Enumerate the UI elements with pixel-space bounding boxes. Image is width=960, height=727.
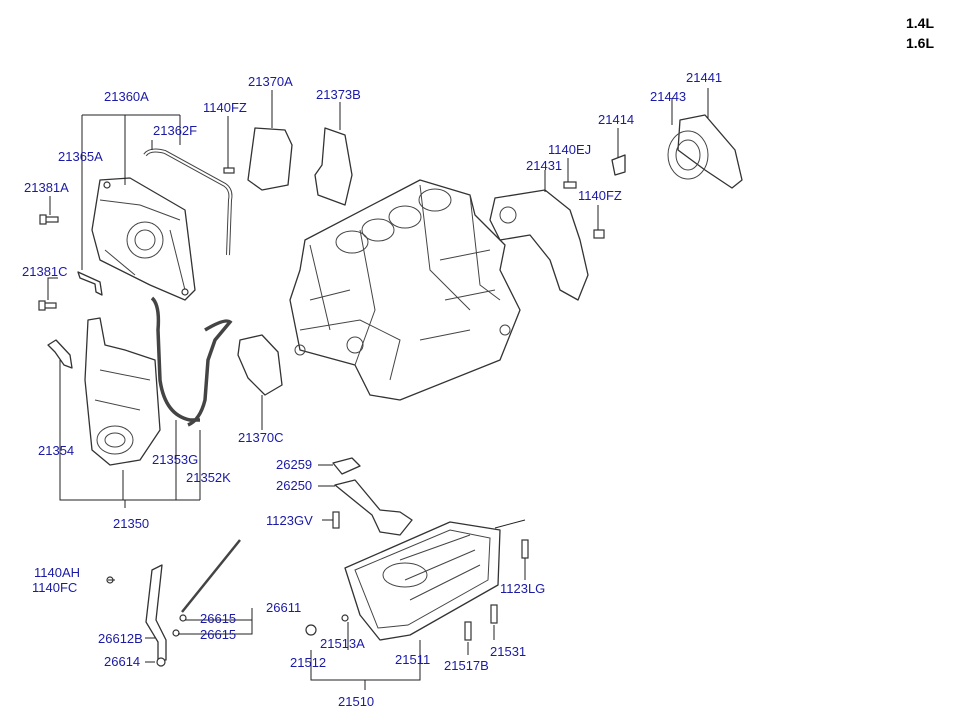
bolt-1140ej bbox=[563, 181, 577, 189]
label-1123lg[interactable]: 1123LG bbox=[500, 581, 545, 596]
washer-21513a bbox=[341, 614, 349, 622]
label-21360a[interactable]: 21360A bbox=[104, 89, 149, 104]
oil-seal-case-21441 bbox=[667, 114, 743, 189]
rear-plate-21431 bbox=[489, 189, 589, 301]
label-21352k[interactable]: 21352K bbox=[186, 470, 231, 485]
o-ring-26615-b bbox=[172, 629, 180, 637]
label-21511[interactable]: 21511 bbox=[395, 652, 430, 667]
gasket-21353g bbox=[150, 296, 200, 422]
label-1140fc[interactable]: 1140FC bbox=[32, 580, 77, 595]
dipstick-26611 bbox=[181, 539, 241, 613]
label-21441[interactable]: 21441 bbox=[686, 70, 722, 85]
label-21365a[interactable]: 21365A bbox=[58, 149, 103, 164]
label-26612b[interactable]: 26612B bbox=[98, 631, 143, 646]
clip-21414 bbox=[611, 154, 626, 176]
bolt-21381c bbox=[38, 300, 57, 311]
engine-1-6l: 1.6L bbox=[906, 35, 934, 51]
strainer-26250 bbox=[334, 479, 413, 536]
label-1140ej[interactable]: 1140EJ bbox=[548, 142, 591, 157]
drain-plug-21512 bbox=[305, 624, 317, 636]
gasket-26259 bbox=[332, 457, 361, 475]
bolt-1123gv bbox=[332, 511, 340, 529]
label-21354[interactable]: 21354 bbox=[38, 443, 74, 458]
label-21381c[interactable]: 21381C bbox=[22, 264, 68, 279]
gasket-21352k bbox=[187, 319, 233, 427]
label-26250[interactable]: 26250 bbox=[276, 478, 312, 493]
label-21510[interactable]: 21510 bbox=[338, 694, 374, 709]
label-1140ah[interactable]: 1140AH bbox=[34, 565, 80, 580]
bracket-21373b bbox=[314, 127, 353, 206]
label-21414[interactable]: 21414 bbox=[598, 112, 634, 127]
label-21362f[interactable]: 21362F bbox=[153, 123, 197, 138]
label-1123gv[interactable]: 1123GV bbox=[266, 513, 313, 528]
o-ring-26614 bbox=[156, 657, 166, 667]
label-21513a[interactable]: 21513A bbox=[320, 636, 365, 651]
cylinder-block bbox=[289, 179, 521, 401]
label-21381a[interactable]: 21381A bbox=[24, 180, 69, 195]
o-ring-26615-a bbox=[179, 614, 187, 622]
label-26615-a[interactable]: 26615 bbox=[200, 611, 236, 626]
label-26615-b[interactable]: 26615 bbox=[200, 627, 236, 642]
engine-1-4l: 1.4L bbox=[906, 15, 934, 31]
bolt-1140fz-b bbox=[593, 229, 605, 239]
label-21350[interactable]: 21350 bbox=[113, 516, 149, 531]
guide-tube-26612b bbox=[145, 564, 167, 661]
label-21353g[interactable]: 21353G bbox=[152, 452, 198, 467]
label-26611[interactable]: 26611 bbox=[266, 600, 301, 615]
bolt-21531 bbox=[490, 604, 498, 624]
bolt-21517b bbox=[464, 621, 472, 641]
label-21531[interactable]: 21531 bbox=[490, 644, 526, 659]
oil-pan-21511 bbox=[344, 521, 501, 641]
label-21517b[interactable]: 21517B bbox=[444, 658, 489, 673]
label-26614[interactable]: 26614 bbox=[104, 654, 140, 669]
label-21443[interactable]: 21443 bbox=[650, 89, 686, 104]
label-21373b[interactable]: 21373B bbox=[316, 87, 361, 102]
label-1140fz-b[interactable]: 1140FZ bbox=[578, 188, 622, 203]
bracket-21354 bbox=[47, 339, 73, 369]
bolt-21381a bbox=[39, 214, 59, 225]
seal-21381c bbox=[77, 271, 103, 296]
bolt-1140fz-a bbox=[223, 167, 235, 174]
part-labels: 21360A 21362F 21365A 21381A 21381C 1140F… bbox=[22, 70, 722, 709]
bolt-1123lg bbox=[521, 539, 529, 559]
bracket-21370c bbox=[237, 334, 283, 396]
label-21370a[interactable]: 21370A bbox=[248, 74, 293, 89]
timing-cover-upper bbox=[91, 177, 196, 301]
label-21512[interactable]: 21512 bbox=[290, 655, 326, 670]
bracket-21370a bbox=[247, 127, 293, 191]
label-1140fz-a[interactable]: 1140FZ bbox=[203, 100, 247, 115]
leader-lines bbox=[47, 88, 709, 690]
label-21370c[interactable]: 21370C bbox=[238, 430, 284, 445]
label-21431[interactable]: 21431 bbox=[526, 158, 562, 173]
timing-cover-lower bbox=[84, 317, 161, 466]
label-26259[interactable]: 26259 bbox=[276, 457, 312, 472]
